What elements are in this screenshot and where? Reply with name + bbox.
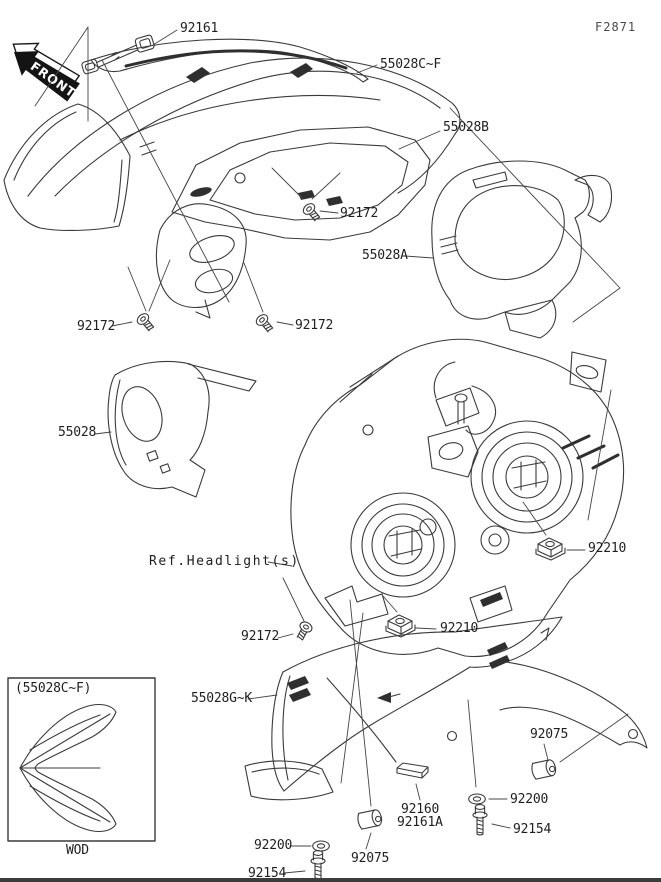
left-cowl-drawing <box>107 360 257 498</box>
part-label-92200-bottom: 92200 <box>254 838 293 853</box>
part-label-92075-bottom: 92075 <box>351 851 390 866</box>
part-label-55028a: 55028A <box>362 248 408 263</box>
inner-cowl-drawing <box>171 126 431 241</box>
right-cowl-drawing <box>431 160 613 339</box>
pad-icon <box>396 762 429 779</box>
headlight-assembly-drawing <box>290 338 625 658</box>
part-label-92161: 92161 <box>180 21 219 36</box>
bolt-icon <box>310 850 326 882</box>
part-label-92200-right: 92200 <box>510 792 549 807</box>
left-shield-drawing <box>3 103 157 232</box>
damper-icon <box>530 758 558 781</box>
part-label-92210-right: 92210 <box>588 541 627 556</box>
inset-part-label: (55028C~F) <box>15 681 92 696</box>
part-label-92172-top: 92172 <box>340 206 379 221</box>
leader-lines <box>34 26 629 874</box>
part-label-55028cf: 55028C~F <box>380 57 442 72</box>
ref-headlight-label: Ref.Headlight(s) <box>149 554 300 569</box>
part-label-92160: 92160 <box>401 802 440 817</box>
part-label-92172-mid: 92172 <box>295 318 334 333</box>
washer-icon <box>312 840 330 852</box>
inset-box <box>7 677 156 842</box>
bolt-icon <box>472 804 488 836</box>
part-label-55028gk: 55028G~K <box>191 691 253 706</box>
washer-icon <box>468 793 486 805</box>
part-label-92161a: 92161A <box>397 815 443 830</box>
part-label-92154-right: 92154 <box>513 822 552 837</box>
windshield-trim-drawing <box>90 38 369 83</box>
part-label-55028b: 55028B <box>443 120 489 135</box>
figure-code: F2871 <box>595 20 637 34</box>
nose-cowl-drawing <box>155 187 247 319</box>
clip-nut-icon <box>535 537 566 561</box>
part-label-92172-left: 92172 <box>77 319 116 334</box>
part-label-92172-bottom: 92172 <box>241 629 280 644</box>
part-label-55028: 55028 <box>58 425 97 440</box>
lower-cowl-drawing <box>244 616 648 801</box>
bottom-edge <box>0 878 661 882</box>
part-label-92075-right: 92075 <box>530 727 569 742</box>
bracket-icon <box>81 34 155 75</box>
screw-icon <box>134 310 157 334</box>
front-direction-arrow: FRONT <box>12 42 81 102</box>
screw-icon <box>253 311 276 335</box>
part-label-92154-bottom: 92154 <box>248 866 287 881</box>
damper-icon <box>356 808 384 831</box>
inset-caption: WOD <box>66 843 89 858</box>
inset-part-drawing <box>19 703 117 833</box>
screw-icon <box>293 619 315 642</box>
part-label-92210-left: 92210 <box>440 621 479 636</box>
